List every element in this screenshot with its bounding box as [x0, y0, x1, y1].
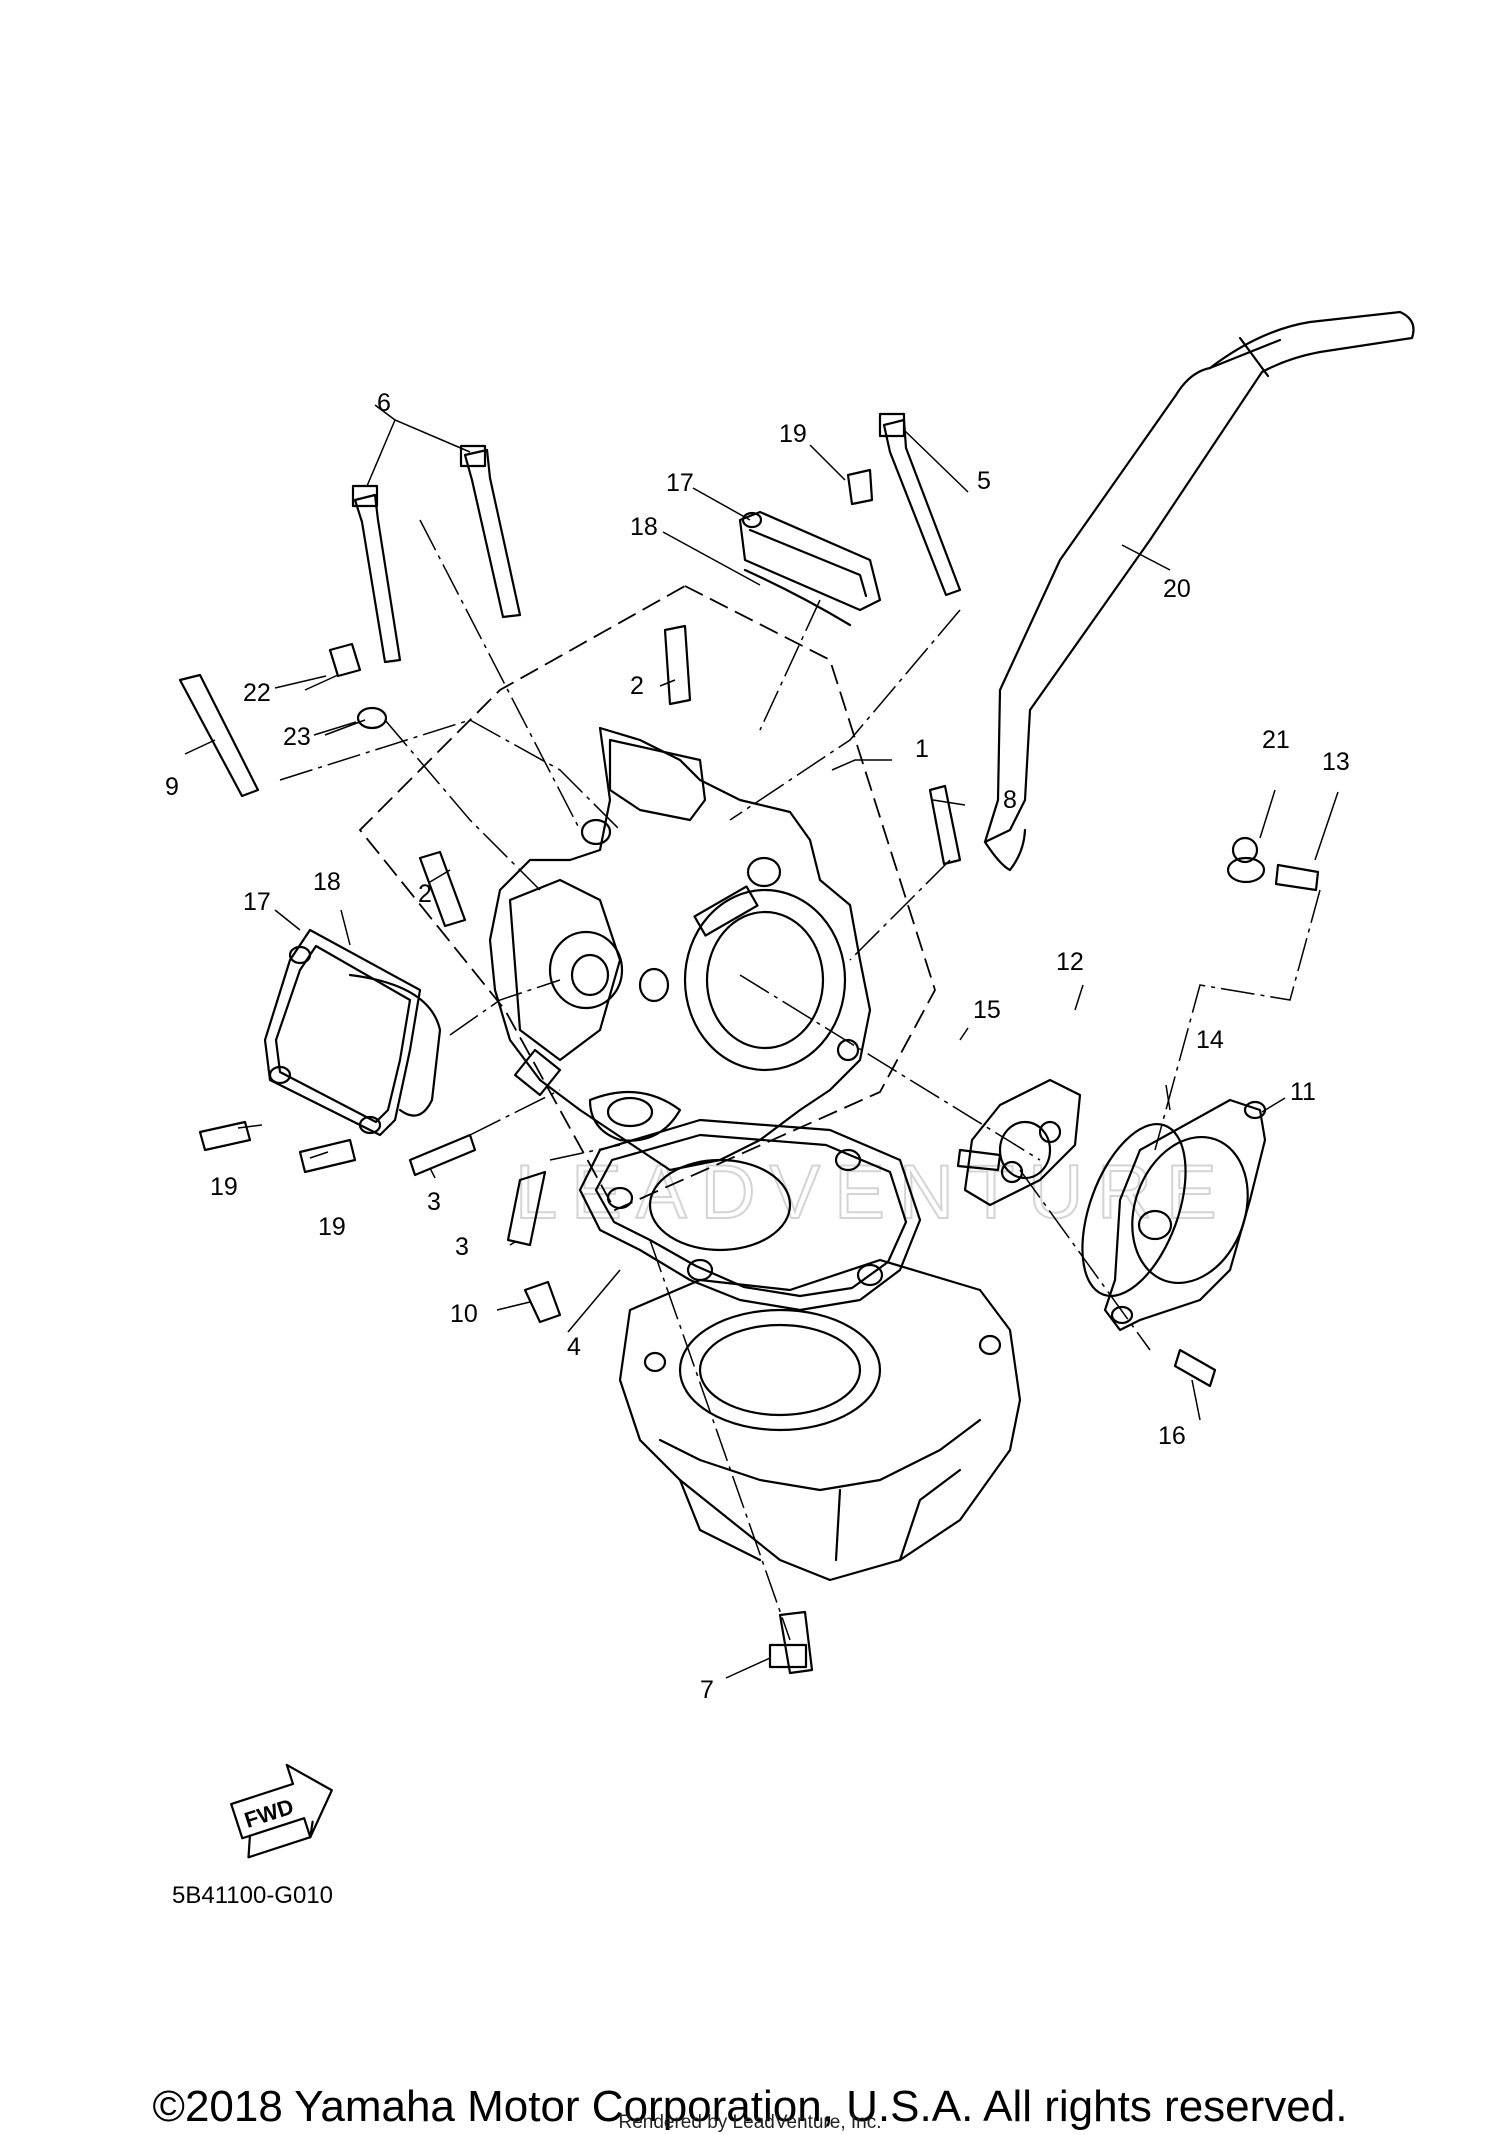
callout-6: 6 [377, 389, 391, 417]
valve-cover-top [738, 510, 882, 627]
callout-2a: 2 [630, 672, 644, 700]
callout-17a: 17 [666, 469, 694, 497]
head-gasket [578, 1118, 922, 1312]
callout-10: 10 [450, 1300, 478, 1328]
leader-lines [184, 404, 1339, 1679]
breather-hose [983, 310, 1415, 872]
callout-20: 20 [1163, 575, 1191, 603]
callout-9: 9 [165, 773, 179, 801]
forward-arrow-icon: FWD [230, 1763, 333, 1859]
callout-14: 14 [1196, 1026, 1224, 1054]
renderer-credit: Rendered by LeadVenture, Inc. [618, 2112, 882, 2133]
cylinder-head [488, 726, 872, 1172]
callout-15: 15 [973, 996, 1001, 1024]
callout-5: 5 [977, 467, 991, 495]
callout-18a: 18 [630, 513, 658, 541]
callout-3b: 3 [455, 1233, 469, 1261]
callout-19c: 19 [318, 1213, 346, 1241]
cylinder-block [618, 1258, 1022, 1582]
callout-8: 8 [1003, 786, 1017, 814]
callout-22: 22 [243, 679, 271, 707]
callout-13: 13 [1322, 748, 1350, 776]
callout-19b: 19 [210, 1173, 238, 1201]
head-assembly-outline [358, 584, 936, 1212]
callout-18b: 18 [313, 868, 341, 896]
small-hardware [178, 468, 1320, 1388]
callout-1: 1 [915, 735, 929, 763]
diagram-code: 5B41100-G010 [172, 1882, 334, 1909]
callout-7: 7 [700, 1676, 714, 1704]
head-bolts [351, 412, 962, 1675]
callout-2b: 2 [418, 880, 432, 908]
callout-3a: 3 [427, 1188, 441, 1216]
valve-cover-left [263, 928, 442, 1137]
callout-4: 4 [567, 1333, 581, 1361]
fwd-badge-text: FWD [241, 1794, 296, 1833]
copyright-notice: ©2018 Yamaha Motor Corporation, U.S.A. A… [152, 2082, 1348, 2131]
callout-17b: 17 [243, 888, 271, 916]
callout-12: 12 [1056, 948, 1084, 976]
callout-23: 23 [283, 723, 311, 751]
callout-21: 21 [1262, 726, 1290, 754]
callout-11: 11 [1290, 1078, 1316, 1106]
callout-19a: 19 [779, 420, 807, 448]
callout-labels: 1 2 2 3 3 4 5 6 7 8 9 10 11 12 13 14 15 … [165, 389, 1350, 1704]
callout-16: 16 [1158, 1422, 1186, 1450]
